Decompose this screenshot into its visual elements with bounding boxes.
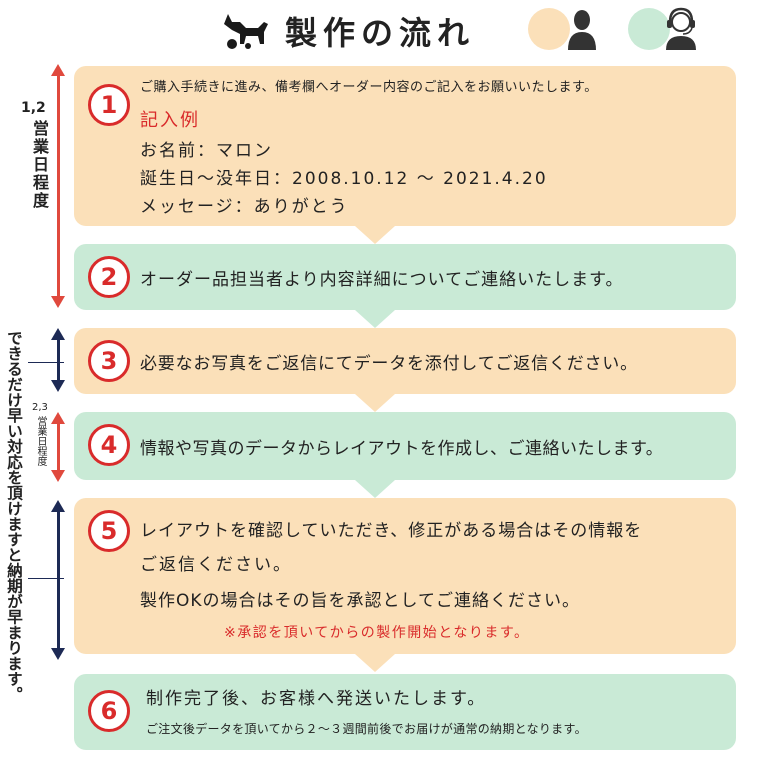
dog-logo-icon: [218, 10, 270, 54]
period-2-days: 2,3: [32, 402, 48, 413]
early-response-note: できるだけ早い対応を頂けますと納期が早まります。: [5, 330, 23, 702]
step-2-number: 2: [88, 256, 130, 298]
period-1-arrow-bottom: [51, 296, 65, 308]
step-5-arrow-top: [51, 500, 65, 512]
period-1-days: 1,2: [21, 100, 46, 116]
step-2-pointer: [355, 310, 395, 328]
step-5-line-2: ご返信ください。: [140, 555, 292, 575]
step-3-connector: [28, 362, 64, 363]
step-3-line: [57, 338, 60, 382]
person-silhouette-icon: [566, 8, 598, 54]
period-2-line: [57, 422, 60, 472]
period-1-arrow-top: [51, 64, 65, 76]
step-3-box: 3 必要なお写真をご返信にてデータを添付してご返信ください。: [74, 328, 736, 394]
page-title: 製作の流れ: [285, 14, 476, 52]
period-1-label: 営業日程度: [30, 120, 49, 210]
period-2-label: 営業日程度: [35, 416, 46, 466]
step-1-pointer: [355, 226, 395, 244]
step-2-text: オーダー品担当者より内容詳細についてご連絡いたします。: [140, 270, 624, 290]
step-1-instruction: ご購入手続きに進み、備考欄へオーダー内容のご記入をお願いいたします。: [140, 80, 598, 95]
step-6-text: 制作完了後、お客様へ発送いたします。: [146, 689, 487, 709]
step-5-box: 5 レイアウトを確認していただき、修正がある場合はその情報を ご返信ください。 …: [74, 498, 736, 654]
step-1-example-name: お名前：マロン: [140, 141, 273, 161]
step-3-number: 3: [88, 340, 130, 382]
step-3-arrow-bottom: [51, 380, 65, 392]
step-5-line-3: 製作OKの場合はその旨を承認としてご連絡ください。: [140, 591, 581, 611]
step-6-box: 6 制作完了後、お客様へ発送いたします。 ご注文後データを頂いてから２〜３週間前…: [74, 674, 736, 750]
step-5-line: [57, 510, 60, 650]
step-5-number: 5: [88, 510, 130, 552]
customer-legend-dot: [528, 8, 570, 50]
staff-legend-dot: [628, 8, 670, 50]
period-2-arrow-top: [51, 412, 65, 424]
period-2-arrow-bottom: [51, 470, 65, 482]
step-1-number: 1: [88, 84, 130, 126]
step-4-pointer: [355, 480, 395, 498]
step-4-number: 4: [88, 424, 130, 466]
step-3-text: 必要なお写真をご返信にてデータを添付してご返信ください。: [140, 354, 638, 374]
step-6-delivery-note: ご注文後データを頂いてから２〜３週間前後でお届けが通常の納期となります。: [146, 722, 587, 736]
step-5-arrow-bottom: [51, 648, 65, 660]
step-1-box: 1 ご購入手続きに進み、備考欄へオーダー内容のご記入をお願いいたします。 記入例…: [74, 66, 736, 226]
step-3-pointer: [355, 394, 395, 412]
step-5-note: ※承認を頂いてからの製作開始となります。: [224, 625, 530, 641]
step-3-arrow-top: [51, 328, 65, 340]
headset-operator-icon: [664, 6, 698, 54]
step-1-example-dates: 誕生日〜没年日：2008.10.12 〜 2021.4.20: [140, 169, 548, 189]
step-5-line-1: レイアウトを確認していただき、修正がある場合はその情報を: [140, 521, 643, 541]
step-4-text: 情報や写真のデータからレイアウトを作成し、ご連絡いたします。: [140, 439, 664, 459]
step-4-box: 4 情報や写真のデータからレイアウトを作成し、ご連絡いたします。: [74, 412, 736, 480]
step-5-connector: [28, 578, 64, 579]
period-1-line: [57, 74, 60, 304]
step-1-example-heading: 記入例: [140, 110, 200, 131]
step-6-number: 6: [88, 690, 130, 732]
step-1-example-message: メッセージ：ありがとう: [140, 197, 349, 217]
step-2-box: 2 オーダー品担当者より内容詳細についてご連絡いたします。: [74, 244, 736, 310]
step-5-pointer: [355, 654, 395, 672]
